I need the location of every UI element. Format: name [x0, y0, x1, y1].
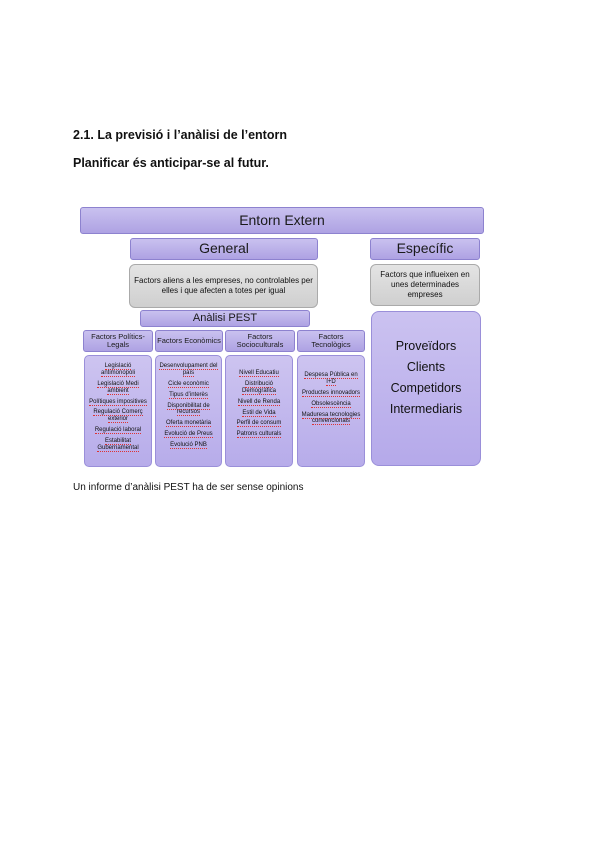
factor-column-sociocultural: Nivell Educatiu Distribució Demogràfica … — [225, 355, 293, 467]
footer-note: Un informe d’anàlisi PEST ha de ser sens… — [73, 482, 304, 493]
general-bar: General — [130, 238, 318, 260]
list-item: Evolució PNB — [170, 442, 207, 450]
especific-bar: Específic — [370, 238, 480, 260]
list-item: Regulació laboral — [94, 427, 142, 435]
pest-analysis-bar: Anàlisi PEST — [140, 310, 310, 327]
factor-header-economics: Factors Econòmics — [155, 330, 223, 352]
list-item: Clients — [406, 360, 446, 374]
especific-list: Proveïdors Clients Competidors Intermedi… — [371, 311, 481, 466]
factor-header-politics: Factors Polítics-Legals — [83, 330, 153, 352]
list-item: Tipus d’interès — [169, 391, 208, 399]
list-item: Distribució Demogràfica — [241, 380, 276, 395]
factor-column-technology: Despesa Pública en I+D Productes innovad… — [297, 355, 365, 467]
list-item: Legislació antimonopoli — [100, 363, 136, 377]
list-item: Nivell de Renda — [237, 398, 281, 406]
factor-header-sociocultural: Factors Socioculturals — [225, 330, 295, 352]
subtitle: Planificar és anticipar-se al futur. — [73, 156, 269, 170]
factor-column-economics: Desenvolupament del país Cicle econòmic … — [155, 355, 222, 467]
list-item: Cicle econòmic — [168, 380, 209, 388]
factor-column-politics: Legislació antimonopoli Legislació Medi … — [84, 355, 152, 467]
list-item: Evolució de Preus — [164, 431, 213, 439]
list-item: Disponibilitat de recursos — [167, 402, 210, 417]
factor-header-technology: Factors Tecnològics — [297, 330, 365, 352]
list-item: Obsolescència — [311, 400, 351, 408]
list-item: Oferta monetària — [165, 420, 212, 428]
list-item: Perfil de consum — [236, 420, 282, 428]
section-title: 2.1. La previsió i l’anàlisi de l’entorn — [73, 128, 287, 142]
list-item: Estabilitat Gubernamental — [97, 438, 139, 453]
list-item: Competidors — [390, 381, 462, 395]
list-item: Regulació Comerç exterior — [93, 409, 143, 424]
list-item: Intermediaris — [389, 402, 463, 416]
list-item: Productes innovadors — [301, 389, 361, 397]
list-item: Proveïdors — [395, 339, 457, 353]
list-item: Patrons culturals — [236, 431, 282, 439]
especific-description: Factors que influeixen en unes determina… — [370, 264, 480, 306]
list-item: Polítiques impositives — [89, 398, 147, 406]
list-item: Legislació Medi ambient — [97, 380, 139, 395]
list-item: Nivell Educatiu — [239, 370, 279, 377]
list-item: Maduresa tecnologies convencionals — [301, 411, 361, 426]
list-item: Desenvolupament del país — [159, 363, 218, 377]
general-description: Factors aliens a les empreses, no contro… — [129, 264, 318, 308]
entorn-extern-bar: Entorn Extern — [80, 207, 484, 234]
list-item: Estil de Vida — [242, 409, 276, 417]
list-item: Despesa Pública en I+D — [304, 372, 358, 386]
